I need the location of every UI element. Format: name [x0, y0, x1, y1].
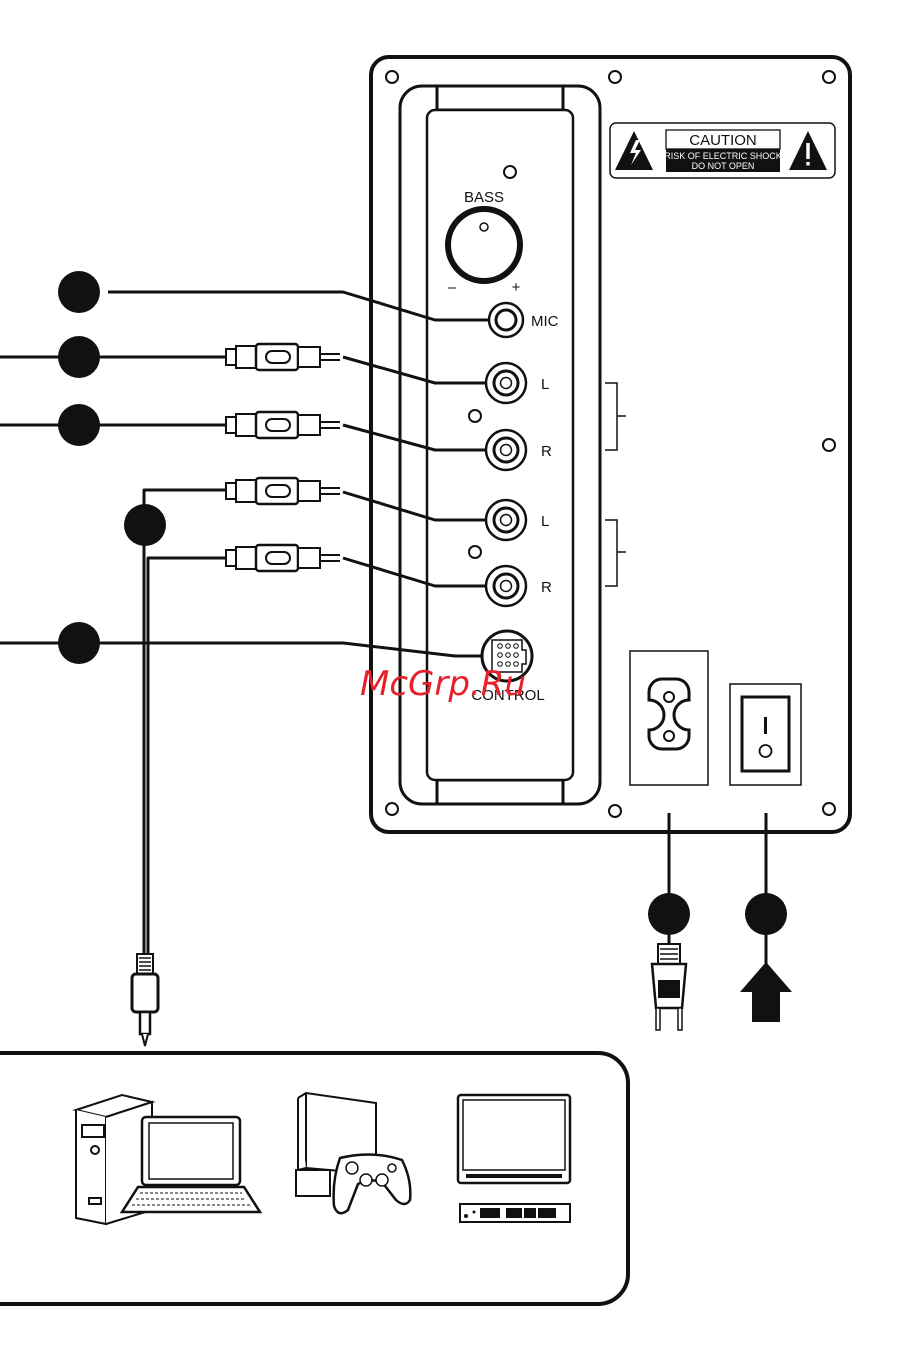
callout-input2 [124, 504, 166, 546]
mic-jack[interactable] [489, 303, 523, 337]
ac-power-inlet[interactable] [630, 651, 708, 785]
stereo-split-cable-upper [144, 490, 226, 954]
callout-mic [58, 271, 100, 313]
callout-power-switch [745, 893, 787, 935]
rca-plugs [226, 344, 340, 571]
rca-plug [226, 478, 340, 504]
input1-indicator [469, 410, 481, 422]
input2-left-jack[interactable] [486, 500, 526, 540]
input2-right-label: R [541, 579, 552, 596]
ac-plug-icon [652, 944, 686, 1030]
power-switch[interactable] [730, 684, 801, 785]
rca-plug [226, 545, 340, 571]
mic-label: MIC [531, 313, 559, 330]
callout-input1-right [58, 404, 100, 446]
watermark: McGrp.Ru [360, 664, 526, 704]
caution-label: CAUTION RISK OF ELECTRIC SHOCK DO NOT OP… [610, 123, 835, 178]
callout-power-cord [648, 893, 690, 935]
rca-plug [226, 344, 340, 370]
av-receiver-icon [460, 1204, 570, 1222]
input1-right-label: R [541, 443, 552, 460]
callout-control [58, 622, 100, 664]
status-led [504, 166, 516, 178]
source-devices-box [0, 1053, 628, 1304]
arrow-up-icon [740, 962, 792, 1022]
input2-right-jack[interactable] [486, 566, 526, 606]
laptop-icon [122, 1117, 260, 1212]
bass-minus-label: – [448, 279, 457, 296]
mini-jack-plug [132, 954, 158, 1046]
bass-knob[interactable] [448, 209, 520, 281]
callout-input1-left [58, 336, 100, 378]
bass-plus-label: + [512, 279, 521, 296]
input1-right-jack[interactable] [486, 430, 526, 470]
subwoofer-rear-panel: BASS – + MIC L R L [360, 57, 850, 832]
caution-title: CAUTION [689, 132, 757, 149]
input1-left-label: L [541, 376, 549, 393]
stereo-split-cable-lower [148, 558, 226, 954]
input1-left-jack[interactable] [486, 363, 526, 403]
television-icon [458, 1095, 570, 1183]
caution-line1: RISK OF ELECTRIC SHOCK [664, 151, 782, 161]
rca-plug [226, 412, 340, 438]
input2-indicator [469, 546, 481, 558]
bass-label: BASS [464, 189, 504, 206]
input2-left-label: L [541, 513, 549, 530]
caution-line2: DO NOT OPEN [692, 161, 755, 171]
